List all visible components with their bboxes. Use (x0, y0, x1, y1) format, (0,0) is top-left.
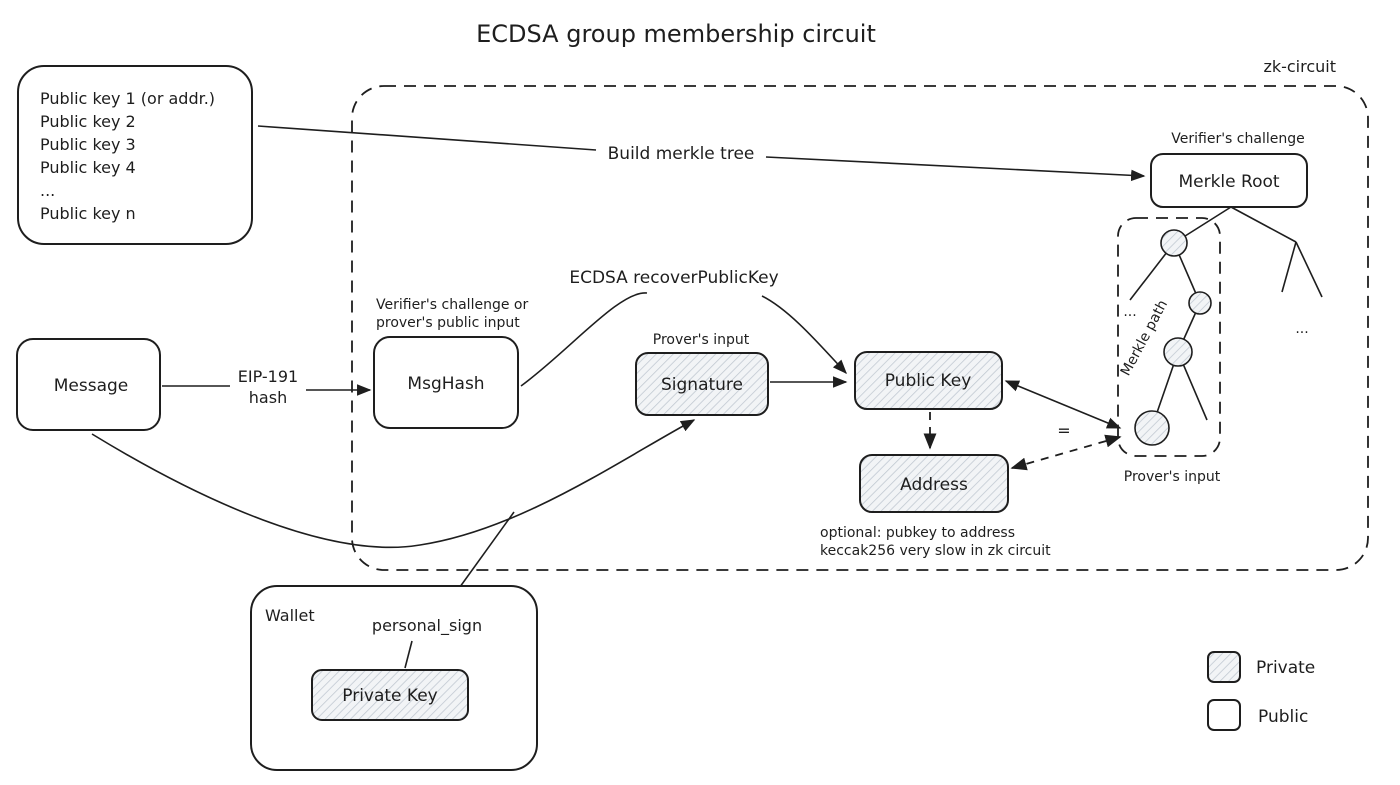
zk-circuit-boundary (351, 85, 1369, 571)
merkle-root-node (1150, 153, 1308, 208)
msghash-caption-line2: prover's public input (376, 315, 520, 331)
address-node (859, 454, 1009, 513)
private-key-label: Private Key (342, 686, 438, 706)
address-label: Address (900, 475, 968, 495)
build-merkle-tree-edge-start (257, 125, 597, 151)
merkle-path-node (1188, 291, 1212, 315)
merkle-leaf-node (1134, 410, 1170, 446)
merkle-path-node (1163, 337, 1193, 367)
ellipsis-right: ... (1295, 321, 1308, 337)
public-key-node (854, 351, 1003, 410)
pubkey-leaf-equality-arrow (1004, 380, 1122, 429)
diagram-title: ECDSA group membership circuit (476, 20, 876, 48)
merkle-root-label: Merkle Root (1178, 172, 1279, 192)
wallet-label: Wallet (265, 606, 315, 625)
eip191-label-line2: hash (249, 388, 287, 407)
eip191-label-line1: EIP-191 (238, 367, 298, 386)
legend-public-label: Public (1258, 707, 1308, 727)
address-leaf-arrow (1010, 434, 1122, 471)
public-key-label: Public Key (885, 371, 972, 391)
merkle-tree (1129, 206, 1323, 446)
address-note-line1: optional: pubkey to address (820, 525, 1015, 541)
ecdsa-recover-label: ECDSA recoverPublicKey (569, 268, 778, 288)
build-merkle-tree-label: Build merkle tree (608, 144, 755, 164)
personal-sign-edge (451, 511, 515, 599)
legend-public-swatch (1207, 699, 1241, 731)
ecdsa-recover-arrow (761, 295, 847, 375)
merkle-path-node (1160, 229, 1188, 257)
legend-private-label: Private (1256, 658, 1315, 678)
message-node (16, 338, 161, 431)
private-key-node (311, 669, 469, 721)
public-keys-box: Public key 1 (or addr.) Public key 2 Pub… (17, 65, 253, 245)
message-to-signature-arrow (91, 419, 696, 549)
public-key-line: Public key 4 (40, 158, 136, 177)
msghash-label: MsgHash (407, 374, 484, 394)
msghash-caption-line1: Verifier's challenge or (376, 297, 528, 313)
ecdsa-recover-edge-start (520, 292, 648, 387)
build-merkle-tree-arrow (765, 156, 1146, 182)
legend: Private Public (1207, 651, 1315, 731)
zk-circuit-label: zk-circuit (1263, 57, 1336, 76)
legend-private-swatch (1207, 651, 1241, 683)
equals-label: = (1057, 421, 1070, 440)
public-key-line: ... (40, 181, 55, 200)
msghash-node (373, 336, 519, 429)
public-key-line: Public key 1 (or addr.) (40, 89, 215, 108)
public-key-line: Public key 3 (40, 135, 136, 154)
signature-caption: Prover's input (653, 332, 750, 348)
address-note-line2: keccak256 very slow in zk circuit (820, 543, 1051, 559)
ellipsis-left: ... (1123, 304, 1136, 320)
public-key-line: Public key n (40, 204, 136, 223)
merkle-path-caption: Prover's input (1124, 469, 1221, 485)
private-key-connector (404, 640, 413, 669)
merkle-root-caption: Verifier's challenge (1171, 131, 1304, 147)
message-label: Message (54, 376, 129, 396)
public-key-line: Public key 2 (40, 112, 136, 131)
signature-node (635, 352, 769, 416)
signature-label: Signature (661, 375, 743, 395)
personal-sign-label: personal_sign (372, 616, 482, 636)
